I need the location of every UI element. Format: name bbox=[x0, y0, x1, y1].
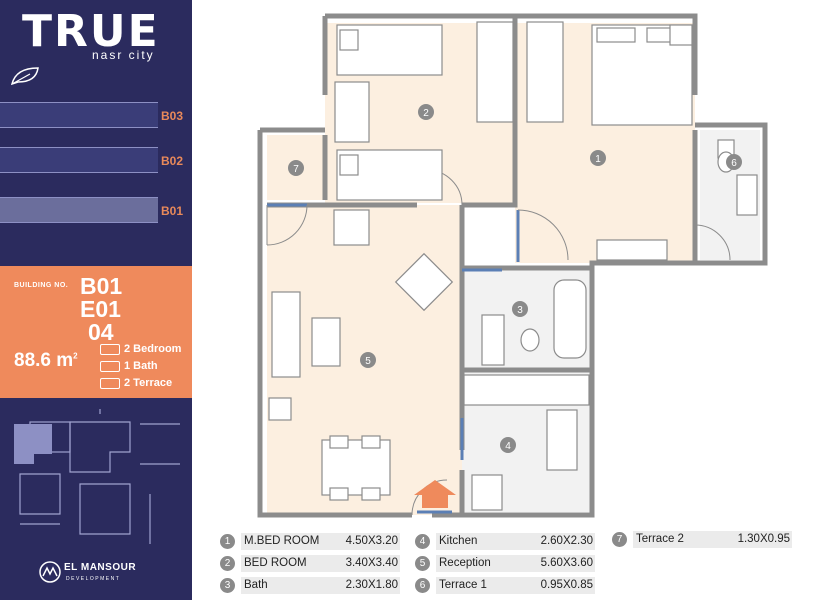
room-marker-3: 3 bbox=[517, 305, 523, 316]
legend-item-3: 3 Bath 2.30X1.80 bbox=[220, 577, 400, 596]
legend-number: 1 bbox=[220, 534, 235, 549]
building-strip-b03[interactable] bbox=[0, 102, 158, 128]
legend-item-7: 7 Terrace 2 1.30X0.95 bbox=[612, 531, 792, 550]
legend-item-6: 6 Terrace 1 0.95X0.85 bbox=[415, 577, 595, 596]
building-strip-b01[interactable] bbox=[0, 197, 158, 223]
legend-room-name: Bath bbox=[241, 577, 321, 594]
legend-room-dims: 0.95X0.85 bbox=[529, 577, 595, 594]
key-plan-map bbox=[14, 409, 180, 544]
legend-room-name: Terrace 1 bbox=[436, 577, 529, 594]
furniture bbox=[268, 21, 758, 511]
legend-item-2: 2 BED ROOM 3.40X3.40 bbox=[220, 555, 400, 574]
sidebar: TRUE nasr city B03 B02 B01 BUILDING NO. … bbox=[0, 0, 192, 600]
brand-subtitle: nasr city bbox=[92, 48, 155, 62]
legend-room-name: Reception bbox=[436, 555, 529, 572]
legend-room-name: M.BED ROOM bbox=[241, 533, 321, 550]
brand-logo: TRUE bbox=[22, 6, 160, 57]
windows bbox=[267, 203, 520, 514]
room-markers: 1 2 3 4 5 6 7 bbox=[288, 104, 742, 453]
legend-number: 4 bbox=[415, 534, 430, 549]
building-number: B01 bbox=[80, 273, 123, 299]
room-marker-6: 6 bbox=[731, 158, 737, 169]
room-marker-1: 1 bbox=[595, 154, 601, 165]
room-marker-5: 5 bbox=[365, 356, 371, 367]
legend-room-dims: 4.50X3.20 bbox=[321, 533, 400, 550]
building-label-b02[interactable]: B02 bbox=[161, 154, 184, 168]
leaf-icon bbox=[10, 67, 39, 86]
legend-room-dims: 1.30X0.95 bbox=[726, 531, 792, 548]
developer-tagline: DEVELOPMENT bbox=[66, 576, 121, 582]
room-marker-2: 2 bbox=[423, 108, 429, 119]
bath-icon bbox=[100, 361, 120, 372]
spec-bath: 1 Bath bbox=[124, 360, 158, 372]
building-strip-b02[interactable] bbox=[0, 147, 158, 173]
unit-info-panel: BUILDING NO. B01 E01 04 88.6 m2 2 Bedroo… bbox=[0, 266, 192, 398]
legend-item-1: 1 M.BED ROOM 4.50X3.20 bbox=[220, 533, 400, 552]
building-label-b03[interactable]: B03 bbox=[161, 109, 184, 123]
legend-item-5: 5 Reception 5.60X3.60 bbox=[415, 555, 595, 574]
legend-room-dims: 5.60X3.60 bbox=[529, 555, 595, 572]
legend-item-4: 4 Kitchen 2.60X2.30 bbox=[415, 533, 595, 552]
entrance-arrow-icon bbox=[414, 480, 456, 508]
spec-terrace: 2 Terrace bbox=[124, 377, 173, 389]
legend-room-dims: 3.40X3.40 bbox=[321, 555, 400, 572]
legend-room-dims: 2.30X1.80 bbox=[321, 577, 400, 594]
legend-room-name: BED ROOM bbox=[241, 555, 321, 572]
developer-logo-icon bbox=[39, 561, 61, 583]
bedroom-icon bbox=[100, 344, 120, 355]
legend-number: 2 bbox=[220, 556, 235, 571]
developer-name: EL MANSOUR bbox=[64, 562, 137, 573]
walls bbox=[257, 13, 768, 518]
room-marker-7: 7 bbox=[293, 164, 299, 175]
entrance-number: E01 bbox=[80, 296, 121, 322]
legend-number: 6 bbox=[415, 578, 430, 593]
terrace-icon bbox=[100, 378, 120, 389]
legend-number: 5 bbox=[415, 556, 430, 571]
room-marker-4: 4 bbox=[505, 441, 511, 452]
building-no-label: BUILDING NO. bbox=[14, 282, 69, 289]
legend-room-name: Kitchen bbox=[436, 533, 529, 550]
apartment-number: 04 bbox=[88, 319, 114, 345]
legend-room-dims: 2.60X2.30 bbox=[529, 533, 595, 550]
floor-plan: 1 2 3 4 5 6 7 bbox=[257, 13, 768, 518]
unit-area: 88.6 m2 bbox=[14, 350, 78, 371]
legend-number: 3 bbox=[220, 578, 235, 593]
legend-number: 7 bbox=[612, 532, 627, 547]
legend-room-name: Terrace 2 bbox=[633, 531, 726, 548]
building-label-b01[interactable]: B01 bbox=[161, 204, 184, 218]
spec-bedrooms: 2 Bedroom bbox=[124, 343, 182, 355]
